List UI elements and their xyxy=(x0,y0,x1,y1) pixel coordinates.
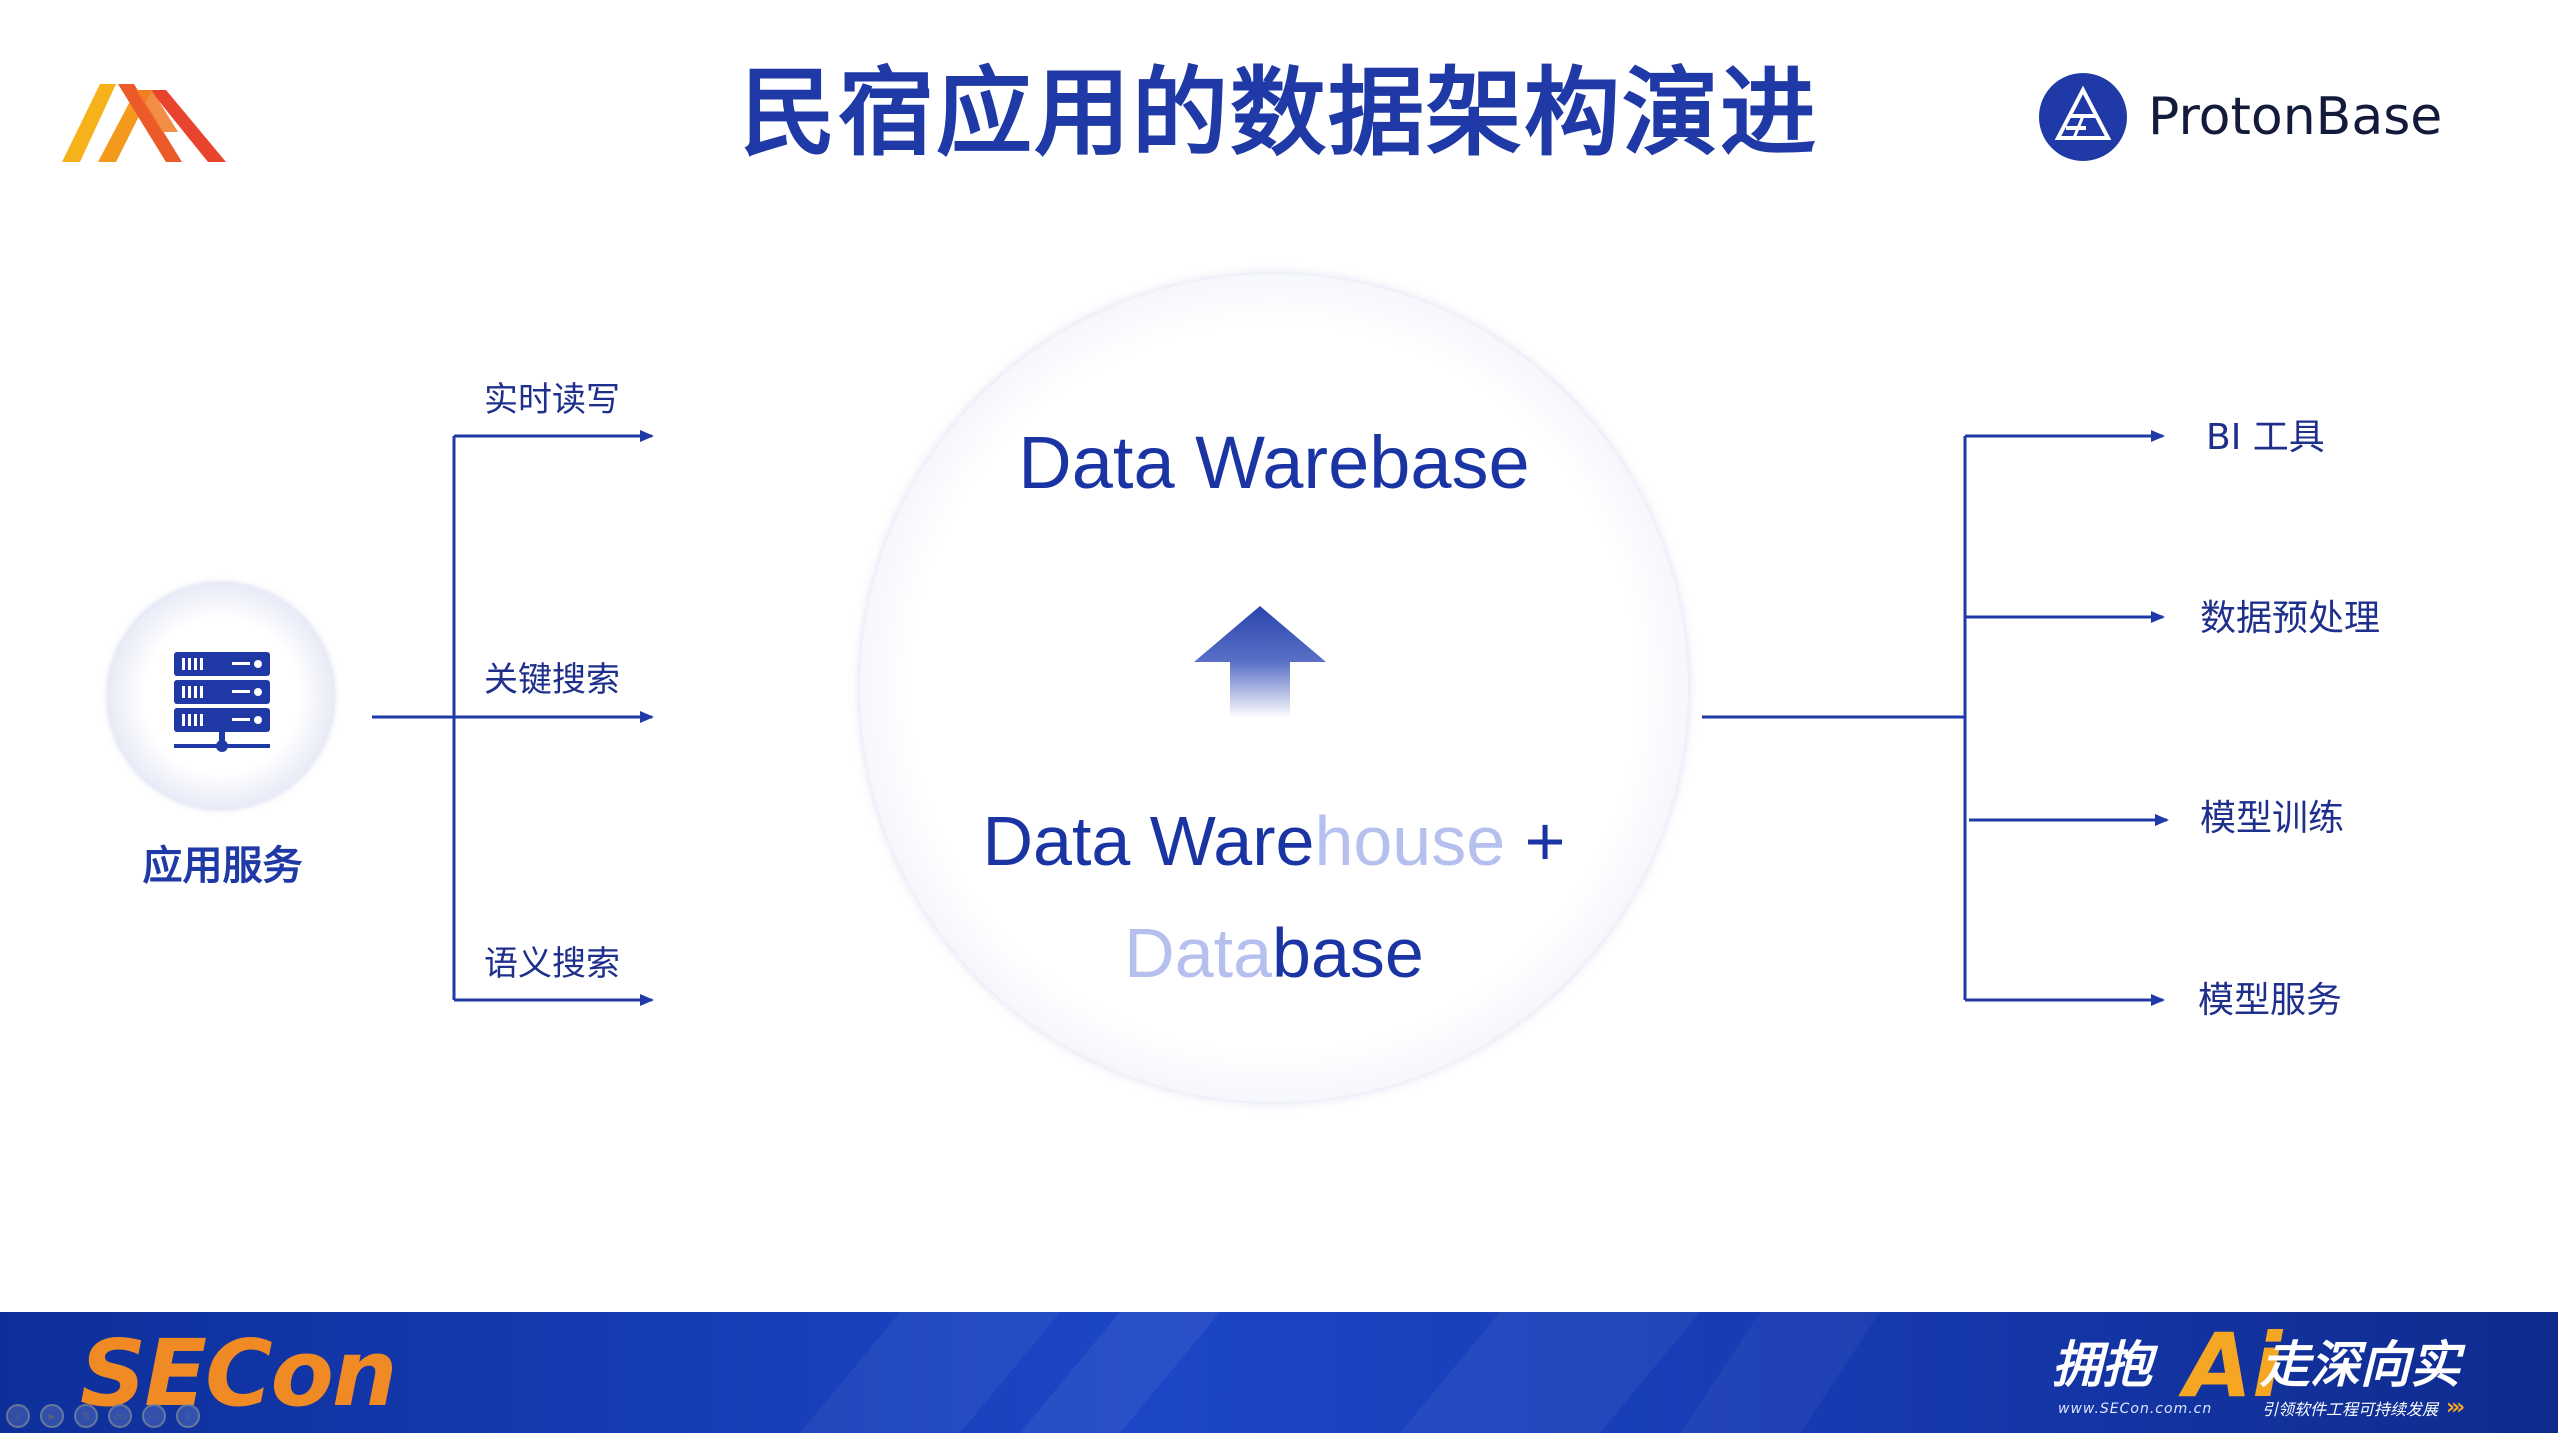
branch-label-keyword-search: 关键搜索 xyxy=(484,660,620,700)
footer-url: www.SECon.com.cn xyxy=(2058,1401,2213,1417)
output-label-data-preprocessing: 数据预处理 xyxy=(2200,598,2381,639)
back-icon[interactable]: ‹ xyxy=(176,1404,200,1428)
branch-label-realtime-rw: 实时读写 xyxy=(484,380,620,420)
slogan-go-deep: 走深向实 xyxy=(2260,1336,2460,1394)
app-service-label: 应用服务 xyxy=(142,843,303,889)
up-arrow-icon xyxy=(1194,606,1326,718)
footer-chevrons: ››› xyxy=(2446,1395,2465,1420)
output-label-model-training: 模型训练 xyxy=(2200,798,2345,839)
output-label-bi-tools: BI 工具 xyxy=(2206,417,2325,458)
database-line: Database xyxy=(860,910,1688,996)
brand-name: ProtonBase xyxy=(2148,87,2443,147)
slides-grid-icon[interactable]: ▭ xyxy=(108,1404,132,1428)
mountain-logo-icon xyxy=(62,84,226,162)
branch-label-semantic-search: 语义搜索 xyxy=(484,944,620,984)
page-title: 民宿应用的数据架构演进 xyxy=(740,57,1818,169)
slogan-ai: Ai xyxy=(2184,1314,2283,1417)
footer-banner: SECon 拥抱 Ai 走深向实 www.SECon.com.cn 引领软件工程… xyxy=(0,1312,2558,1433)
secon-logo: SECon xyxy=(80,1320,397,1427)
warehouse-faded-text: house xyxy=(1314,802,1506,880)
more-options-icon[interactable]: ⋯ xyxy=(142,1404,166,1428)
play-icon[interactable]: ▸ xyxy=(40,1404,64,1428)
server-rack-icon xyxy=(174,652,270,752)
warehouse-plus-line: Data Warehouse + xyxy=(860,798,1688,884)
database-solid-text: base xyxy=(1272,914,1424,992)
footer-decoration xyxy=(800,1312,1880,1433)
slogan-embrace: 拥抱 xyxy=(2052,1336,2152,1394)
protonbase-logo-icon xyxy=(2039,73,2127,161)
plus-sign: + xyxy=(1505,802,1566,880)
database-faded-text: Data xyxy=(1124,914,1273,992)
output-label-model-serving: 模型服务 xyxy=(2198,980,2343,1021)
data-warebase-title: Data Warebase xyxy=(1018,421,1530,504)
warehouse-solid-text: Data Ware xyxy=(982,802,1315,880)
pen-icon[interactable]: ✎ xyxy=(74,1404,98,1428)
presentation-controls: ‹ ▸ ✎ ▭ ⋯ ‹ xyxy=(6,1402,200,1430)
footer-subtitle: 引领软件工程可持续发展 xyxy=(2262,1400,2439,1419)
prev-slide-icon[interactable]: ‹ xyxy=(6,1404,30,1428)
